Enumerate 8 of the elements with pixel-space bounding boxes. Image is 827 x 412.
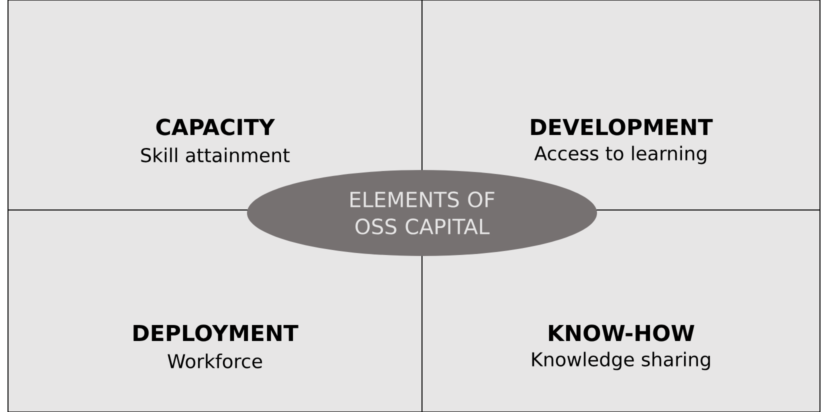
quadrant-subtitle: Knowledge sharing <box>532 352 710 370</box>
quadrant-subtitle: Access to learning <box>534 146 706 164</box>
quadrant-heading: DEPLOYMENT <box>134 324 298 342</box>
quadrant-subtitle: Workforce <box>168 354 262 368</box>
quadrant-subtitle: Skill attainment <box>141 148 290 162</box>
quadrant-heading: CAPACITY <box>156 118 276 136</box>
quadrant-heading: DEVELOPMENT <box>531 118 713 136</box>
quadrant-heading: KNOW-HOW <box>549 324 694 342</box>
